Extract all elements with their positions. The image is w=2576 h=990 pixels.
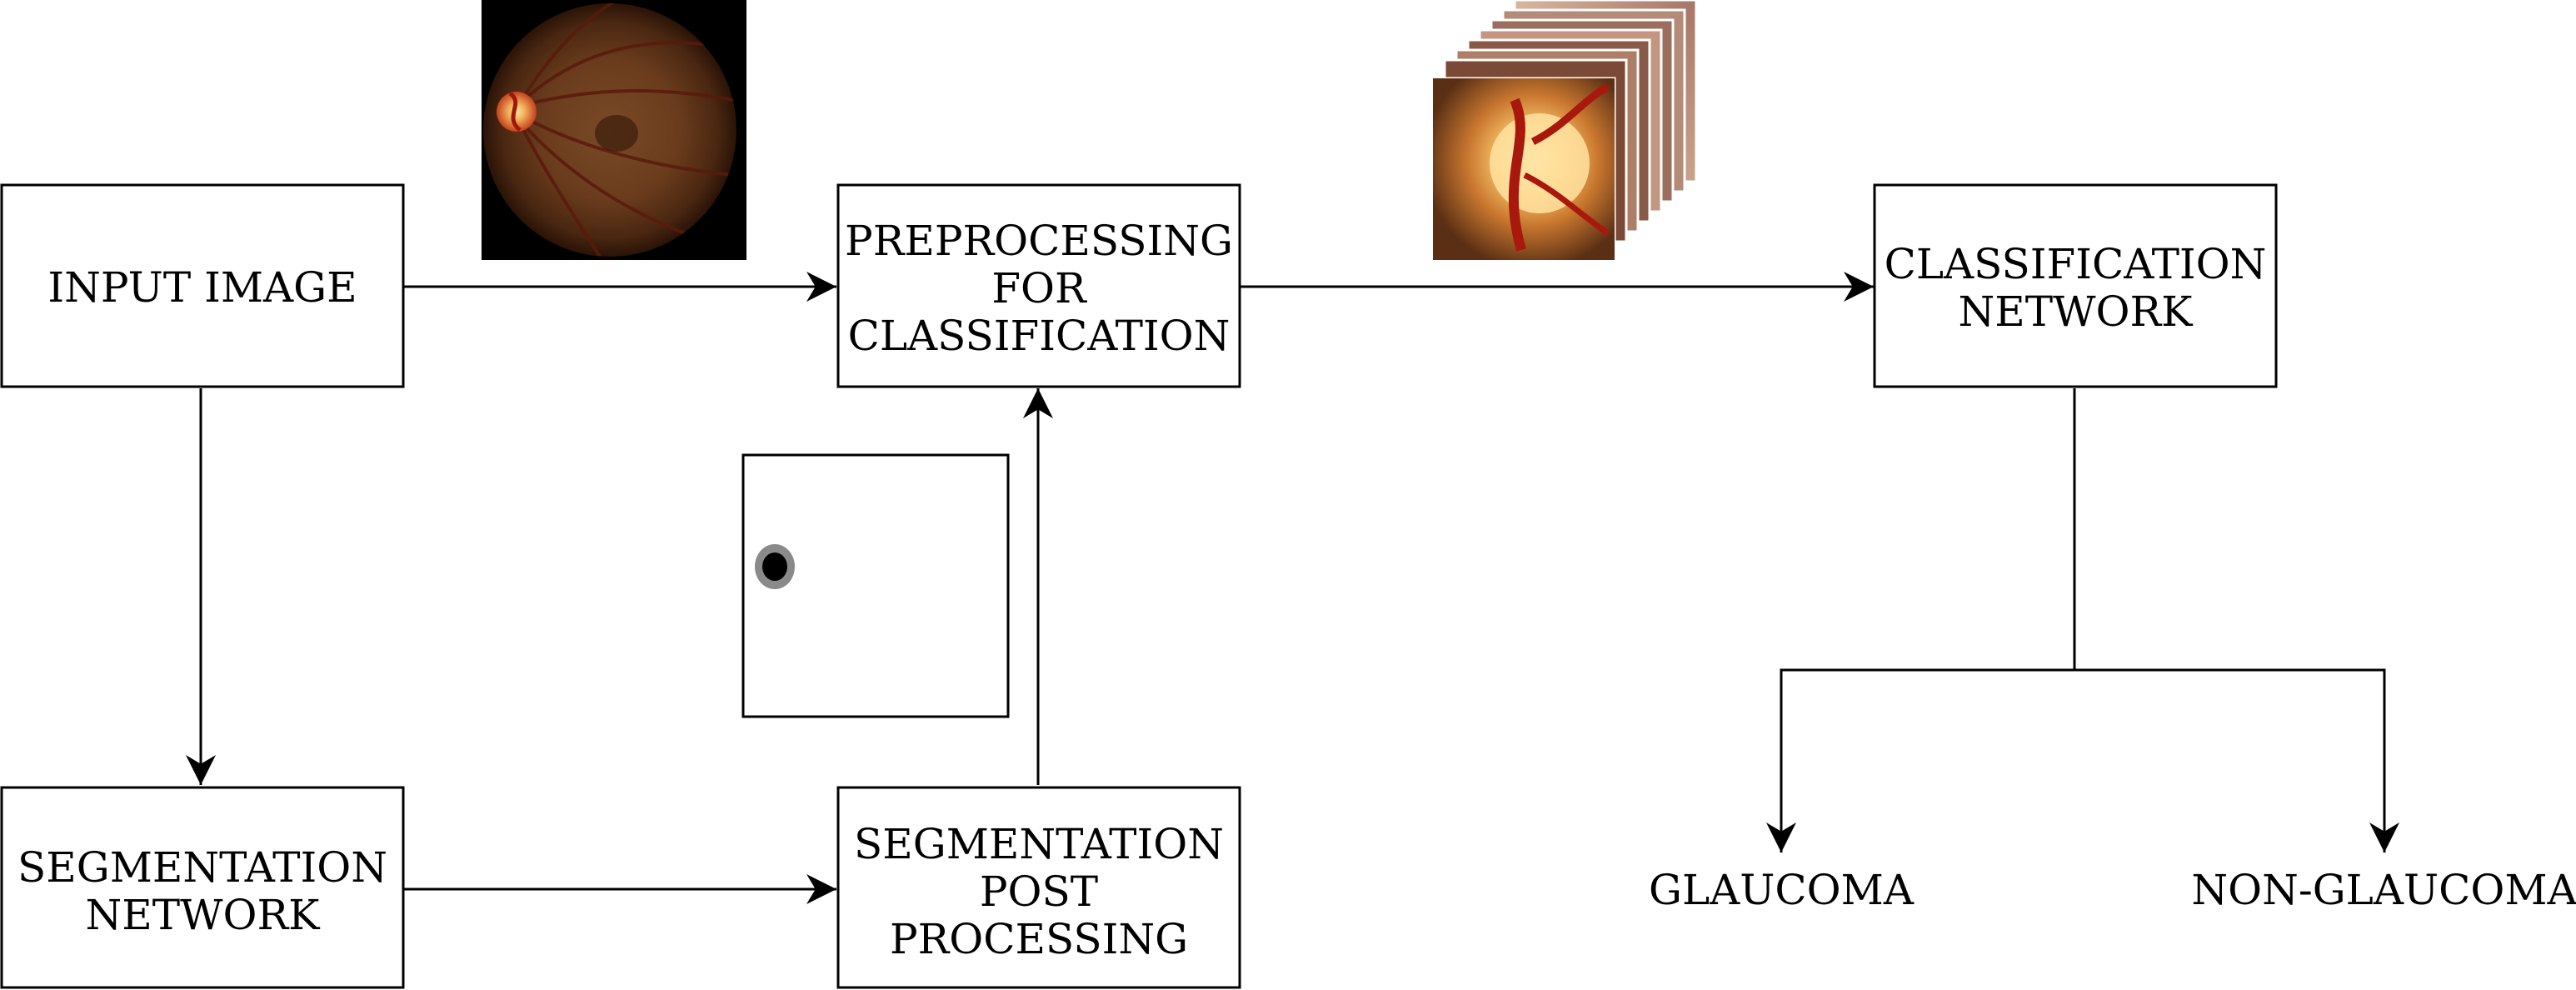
node-segnet-line-1: SEGMENTATION <box>17 843 387 892</box>
edges <box>186 272 2399 904</box>
edge-classification-to-non-glaucoma <box>2074 668 2399 852</box>
node-segpost-line-2: POST <box>980 868 1098 916</box>
node-segmentation-post: SEGMENTATION POST PROCESSING <box>836 786 1241 989</box>
node-preprocessing-line-2: FOR <box>991 264 1087 312</box>
output-non-glaucoma: NON-GLAUCOMA <box>2191 866 2576 914</box>
node-input-image: INPUT IMAGE <box>0 183 405 388</box>
segmentation-mask-image <box>741 453 1010 718</box>
fundus-image <box>482 0 746 260</box>
node-segmentation-network: SEGMENTATION NETWORK <box>0 786 405 989</box>
node-preprocessing: PREPROCESSING FOR CLASSIFICATION <box>836 183 1241 388</box>
node-segnet-line-2: NETWORK <box>86 891 322 939</box>
node-classification-network: CLASSIFICATION NETWORK <box>1873 183 2278 388</box>
node-preprocessing-line-3: CLASSIFICATION <box>848 312 1231 360</box>
node-classification-line-1: CLASSIFICATION <box>1885 240 2267 288</box>
node-segpost-line-3: PROCESSING <box>890 915 1188 963</box>
node-input-image-line-1: INPUT IMAGE <box>47 263 357 312</box>
preprocessed-crops-stack <box>1431 0 1698 262</box>
edge-classification-to-glaucoma <box>1766 668 2074 852</box>
node-preprocessing-line-1: PREPROCESSING <box>845 217 1233 265</box>
node-classification-line-2: NETWORK <box>1959 288 2194 336</box>
output-glaucoma: GLAUCOMA <box>1649 866 1915 914</box>
node-segpost-line-1: SEGMENTATION <box>854 820 1224 868</box>
